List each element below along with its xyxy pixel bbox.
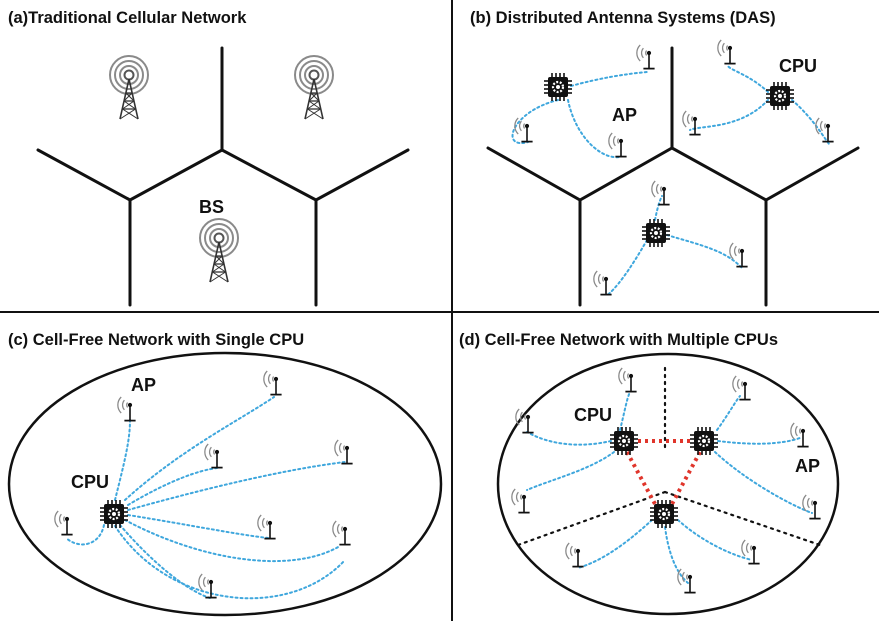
access-point-icon (513, 117, 534, 143)
access-point-icon (592, 270, 613, 296)
cpu-chip-icon (688, 425, 720, 457)
tower-icon (294, 55, 334, 120)
sector-boundaries (516, 366, 822, 547)
cpu-chip-icon (764, 80, 796, 112)
access-point-icon (116, 396, 137, 422)
access-point-icon (333, 439, 354, 465)
cpu-chip-icon (640, 217, 672, 249)
bs-label: BS (199, 197, 224, 217)
access-point-icon (617, 367, 638, 393)
cpu-chip-icon (542, 71, 574, 103)
fronthaul-links (65, 396, 346, 600)
cpu-label: CPU (779, 56, 817, 76)
access-point-icon (510, 488, 531, 514)
access-point-icon (256, 514, 277, 540)
panel-b-title: (b) Distributed Antenna Systems (DAS) (470, 9, 776, 27)
cell-boundaries (486, 46, 860, 307)
access-point-icon (331, 520, 352, 546)
cpu-chip-icon (98, 498, 130, 530)
access-point-icon (716, 39, 737, 65)
panel-c-single-cpu: (c) Cell-Free Network with Single CPU AP… (7, 331, 443, 617)
access-point-icon (789, 422, 810, 448)
cpu-label: CPU (71, 472, 109, 492)
access-point-icon (564, 542, 585, 568)
ap-label: AP (795, 456, 820, 476)
panel-d-multiple-cpus: (d) Cell-Free Network with Multiple CPUs (459, 331, 840, 616)
ap-label: AP (131, 375, 156, 395)
tower-icon (109, 55, 149, 120)
access-point-icon (740, 539, 761, 565)
access-point-icon (681, 110, 702, 136)
coverage-area (7, 351, 443, 617)
access-point-icon (203, 443, 224, 469)
ap-label: AP (612, 105, 637, 125)
panel-a-traditional-cellular: (a)Traditional Cellular Network BS (8, 9, 410, 307)
cpu-chip-icon (608, 425, 640, 457)
panel-b-das: (b) Distributed Antenna Systems (DAS) (470, 9, 860, 307)
access-point-icon (676, 568, 697, 594)
coverage-area (496, 352, 840, 616)
access-point-icon (262, 370, 283, 396)
panel-c-title: (c) Cell-Free Network with Single CPU (8, 331, 304, 349)
backhaul-links (625, 439, 702, 505)
tower-icon (199, 218, 239, 283)
panel-a-title: (a)Traditional Cellular Network (8, 9, 247, 27)
access-point-icon (801, 494, 822, 520)
panel-d-title: (d) Cell-Free Network with Multiple CPUs (459, 331, 778, 349)
fronthaul-links (526, 391, 813, 584)
access-point-icon (53, 510, 74, 536)
cell-boundaries (36, 46, 410, 307)
cpu-label: CPU (574, 405, 612, 425)
access-point-icon (728, 242, 749, 268)
access-point-icon (731, 375, 752, 401)
access-point-icon (635, 44, 656, 70)
access-point-icon (607, 132, 628, 158)
